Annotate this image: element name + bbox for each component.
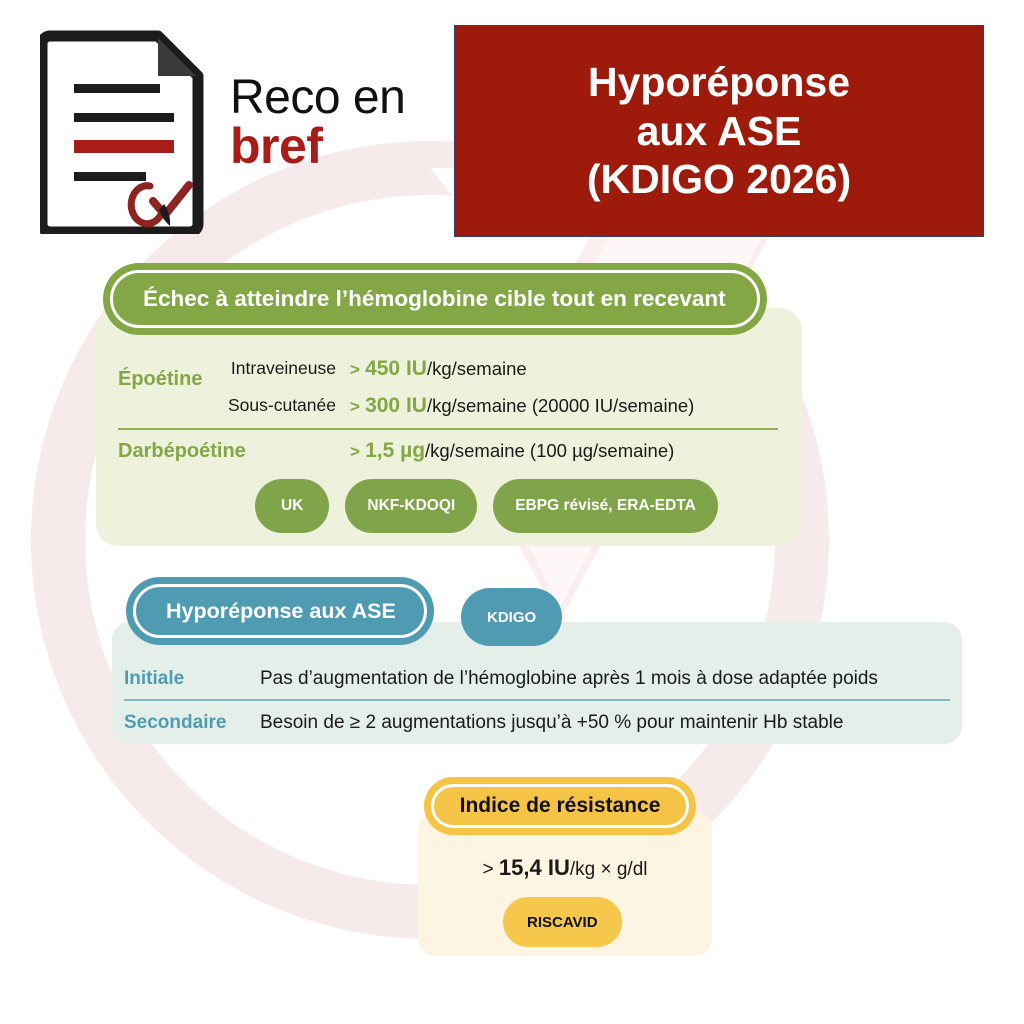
- title-line-3: (KDIGO 2026): [586, 156, 852, 203]
- darbepoetine-row: Darbépoétine > 1,5 µg/kg/semaine (100 µg…: [118, 432, 778, 470]
- teal-section-header: Hyporéponse aux ASE: [126, 577, 434, 645]
- yellow-header-label: Indice de résistance: [459, 794, 661, 817]
- teal-header-inner-ring: Hyporéponse aux ASE: [133, 584, 427, 638]
- green-header-label: Échec à atteindre l’hémoglobine cible to…: [143, 286, 726, 311]
- teal-label-secondaire: Secondaire: [124, 712, 227, 733]
- epoetine-group: Époétine Intraveineuse > 450 IU/kg/semai…: [118, 350, 778, 424]
- source-pill-ebpg-era-edta[interactable]: EBPG révisé, ERA-EDTA: [493, 479, 718, 533]
- gt-symbol: >: [482, 859, 494, 880]
- teal-header-label: Hyporéponse aux ASE: [166, 598, 396, 623]
- teal-text-initiale: Pas d’augmentation de l’hémoglobine aprè…: [260, 668, 878, 689]
- darbepoetine-value: > 1,5 µg/kg/semaine (100 µg/semaine): [350, 439, 674, 463]
- green-section-header: Échec à atteindre l’hémoglobine cible to…: [103, 263, 767, 335]
- title-banner: Hyporéponse aux ASE (KDIGO 2026): [454, 25, 984, 237]
- logo-line-1: Reco en: [230, 71, 406, 125]
- teal-row-initiale: Initiale Pas d’augmentation de l’hémoglo…: [124, 658, 950, 700]
- yellow-section-header: Indice de résistance: [424, 777, 696, 835]
- title-line-1: Hyporéponse: [588, 59, 850, 106]
- epoetine-value-iv: > 450 IU/kg/semaine: [350, 357, 527, 381]
- epoetine-sc-unit: /kg/semaine (20000 IU/semaine): [426, 394, 695, 416]
- epoetine-iv-amount: 450 IU: [365, 356, 427, 380]
- darbepoetine-amount: 1,5 µg: [365, 439, 426, 462]
- resistance-index-amount: 15,4 IU: [498, 855, 570, 880]
- green-header-inner-ring: Échec à atteindre l’hémoglobine cible to…: [110, 270, 760, 328]
- title-line-2: aux ASE: [636, 107, 802, 154]
- teal-label-initiale: Initiale: [124, 668, 185, 689]
- yellow-header-inner-ring: Indice de résistance: [431, 784, 689, 828]
- brand-logo: Reco en bref: [40, 22, 440, 234]
- source-pill-nkf-kdoqi[interactable]: NKF-KDOQI: [345, 479, 478, 533]
- epoetine-value-sc: > 300 IU/kg/semaine (20000 IU/semaine): [350, 394, 694, 418]
- document-check-icon: [40, 30, 204, 234]
- resistance-index-unit: /kg × g/dl: [569, 859, 648, 880]
- green-row-divider: [118, 428, 778, 430]
- gt-symbol: >: [350, 359, 360, 379]
- epoetine-sc-amount: 300 IU: [365, 393, 427, 417]
- epoetine-route-sc: Sous-cutanée: [228, 395, 336, 415]
- darbepoetine-unit: /kg/semaine (100 µg/semaine): [425, 440, 675, 461]
- darbepoetine-drug-label: Darbépoétine: [118, 439, 246, 462]
- gt-symbol: >: [350, 442, 360, 461]
- teal-row-divider: [124, 699, 950, 701]
- epoetine-drug-label: Époétine: [118, 368, 203, 390]
- source-pill-uk[interactable]: UK: [255, 479, 330, 533]
- green-source-pills: UK NKF-KDOQI EBPG révisé, ERA-EDTA: [255, 479, 718, 533]
- logo-wordmark: Reco en bref: [230, 71, 406, 180]
- resistance-index-value: > 15,4 IU/kg × g/dl: [418, 855, 712, 881]
- logo-line-2: bref: [230, 118, 323, 175]
- gt-symbol: >: [350, 396, 360, 416]
- epoetine-row-sc: Sous-cutanée > 300 IU/kg/semaine (20000 …: [118, 387, 778, 424]
- source-pill-kdigo[interactable]: KDIGO: [461, 588, 563, 646]
- teal-text-secondaire: Besoin de ≥ 2 augmentations jusqu’à +50 …: [260, 712, 844, 733]
- teal-row-secondaire: Secondaire Besoin de ≥ 2 augmentations j…: [124, 702, 950, 744]
- epoetine-iv-unit: /kg/semaine: [426, 357, 527, 379]
- source-pill-riscavid[interactable]: RISCAVID: [503, 897, 622, 947]
